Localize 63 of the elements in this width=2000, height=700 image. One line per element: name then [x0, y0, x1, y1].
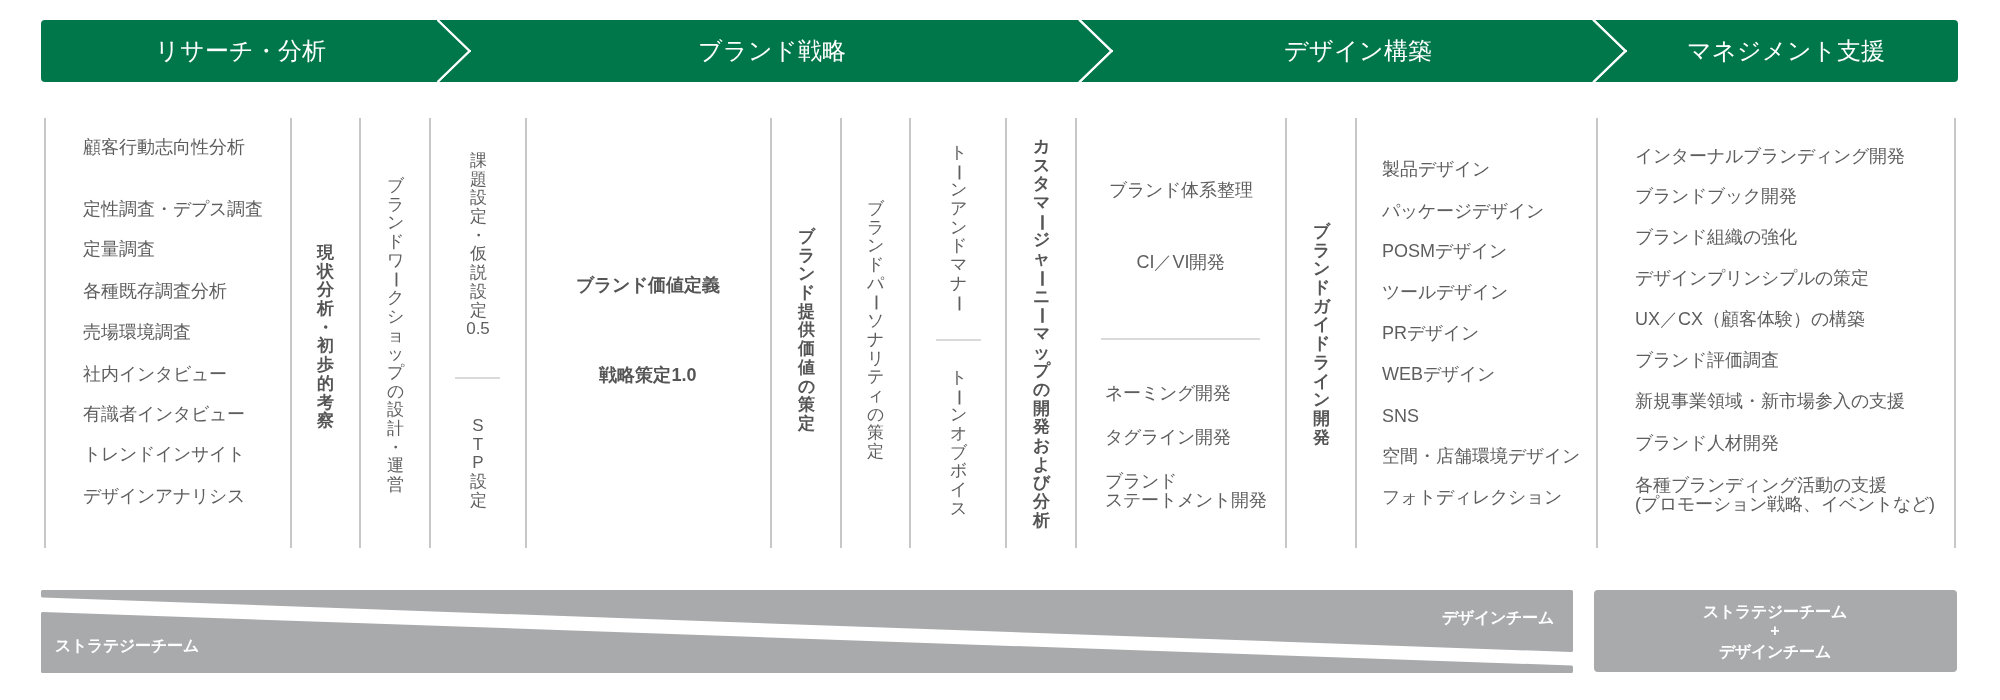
service-item: 有識者インタビュー [83, 405, 245, 425]
service-item: PRデザイン [1382, 324, 1479, 344]
service-item: ブランド体系整理 [1109, 181, 1253, 201]
phase-band [439, 20, 1110, 82]
chevron-arrow [1592, 18, 1627, 84]
vertical-service-item: ブランドパーソナリティの策定 [866, 200, 884, 462]
service-item: ブランド評価調査 [1635, 351, 1779, 371]
service-item: インターナルブランディング開発 [1635, 147, 1905, 167]
service-item: トレンドインサイト [83, 445, 245, 465]
chevron-arrow [1078, 18, 1113, 84]
service-item: ブランドステートメント開発 [1105, 471, 1267, 511]
service-item: 各種既存調査分析 [83, 282, 227, 302]
phase-band [41, 20, 469, 82]
service-item: ネーミング開発 [1105, 384, 1231, 404]
service-item: WEBデザイン [1382, 365, 1495, 385]
service-item: 定性調査・デプス調査 [83, 200, 263, 220]
phase-band [1595, 20, 1958, 82]
vertical-service-item: トーンアンドマナー [949, 143, 967, 313]
service-item: 顧客行動志向性分析 [83, 138, 245, 158]
team-label: + [1770, 621, 1780, 641]
vertical-service-item: STP設定 [469, 417, 487, 511]
service-heading: 戦略策定1.0 [599, 366, 697, 386]
service-item: デザインアナリシス [83, 487, 245, 507]
chevron-arrow [436, 18, 471, 84]
vertical-service-item: ブランドワークショップの設計・運営 [386, 177, 404, 495]
service-item: 売場環境調査 [83, 323, 191, 343]
service-item: 製品デザイン [1382, 160, 1490, 180]
service-item: 定量調査 [83, 240, 155, 260]
phase-title: マネジメント支援 [1687, 37, 1885, 65]
service-item: タグライン開発 [1105, 428, 1231, 448]
service-item: UX／CX（顧客体験）の構築 [1635, 310, 1865, 330]
service-item: POSMデザイン [1382, 242, 1507, 262]
service-heading: ブランド価値定義 [576, 276, 720, 296]
service-item: 新規事業領域・新市場参入の支援 [1635, 392, 1905, 412]
service-item: デザインプリンシプルの策定 [1635, 269, 1869, 289]
team-label: ストラテジーチーム [55, 636, 199, 656]
team-band [1594, 590, 1957, 672]
service-item: CI／VI開発 [1136, 253, 1226, 273]
service-item: パッケージデザイン [1382, 202, 1544, 222]
phase-band [1081, 20, 1624, 82]
vertical-heading: カスタマージャーニーマップの開発および分析 [1032, 137, 1050, 531]
phase-title: ブランド戦略 [698, 37, 846, 65]
service-item: ブランド人材開発 [1635, 434, 1779, 454]
service-item: 空間・店舗環境デザイン [1382, 447, 1580, 467]
team-wedge [41, 590, 1573, 652]
vertical-heading: ブランドガイドライン開発 [1312, 222, 1330, 448]
service-item: ブランド組織の強化 [1635, 228, 1797, 248]
vertical-heading: 現状分析・初歩的考察 [316, 243, 334, 431]
team-label: デザインチーム [1719, 642, 1831, 662]
service-item: 社内インタビュー [83, 365, 227, 385]
vertical-heading: ブランド提供価値の策定 [797, 228, 815, 434]
vertical-service-item: 課題設定・仮説設定0.5 [465, 151, 491, 339]
team-wedge [41, 612, 1573, 673]
team-label: デザインチーム [1442, 608, 1554, 628]
phase-title: デザイン構築 [1284, 37, 1432, 65]
vertical-service-item: トーンオブボイス [949, 369, 967, 519]
service-item: 各種ブランディング活動の支援(プロモーション戦略、イベントなど) [1635, 475, 1935, 515]
service-item: フォトディレクション [1382, 488, 1562, 508]
phase-title: リサーチ・分析 [154, 37, 326, 65]
service-item: ツールデザイン [1382, 283, 1508, 303]
service-item: ブランドブック開発 [1635, 187, 1797, 207]
team-label: ストラテジーチーム [1703, 602, 1847, 622]
service-item: SNS [1382, 407, 1419, 427]
